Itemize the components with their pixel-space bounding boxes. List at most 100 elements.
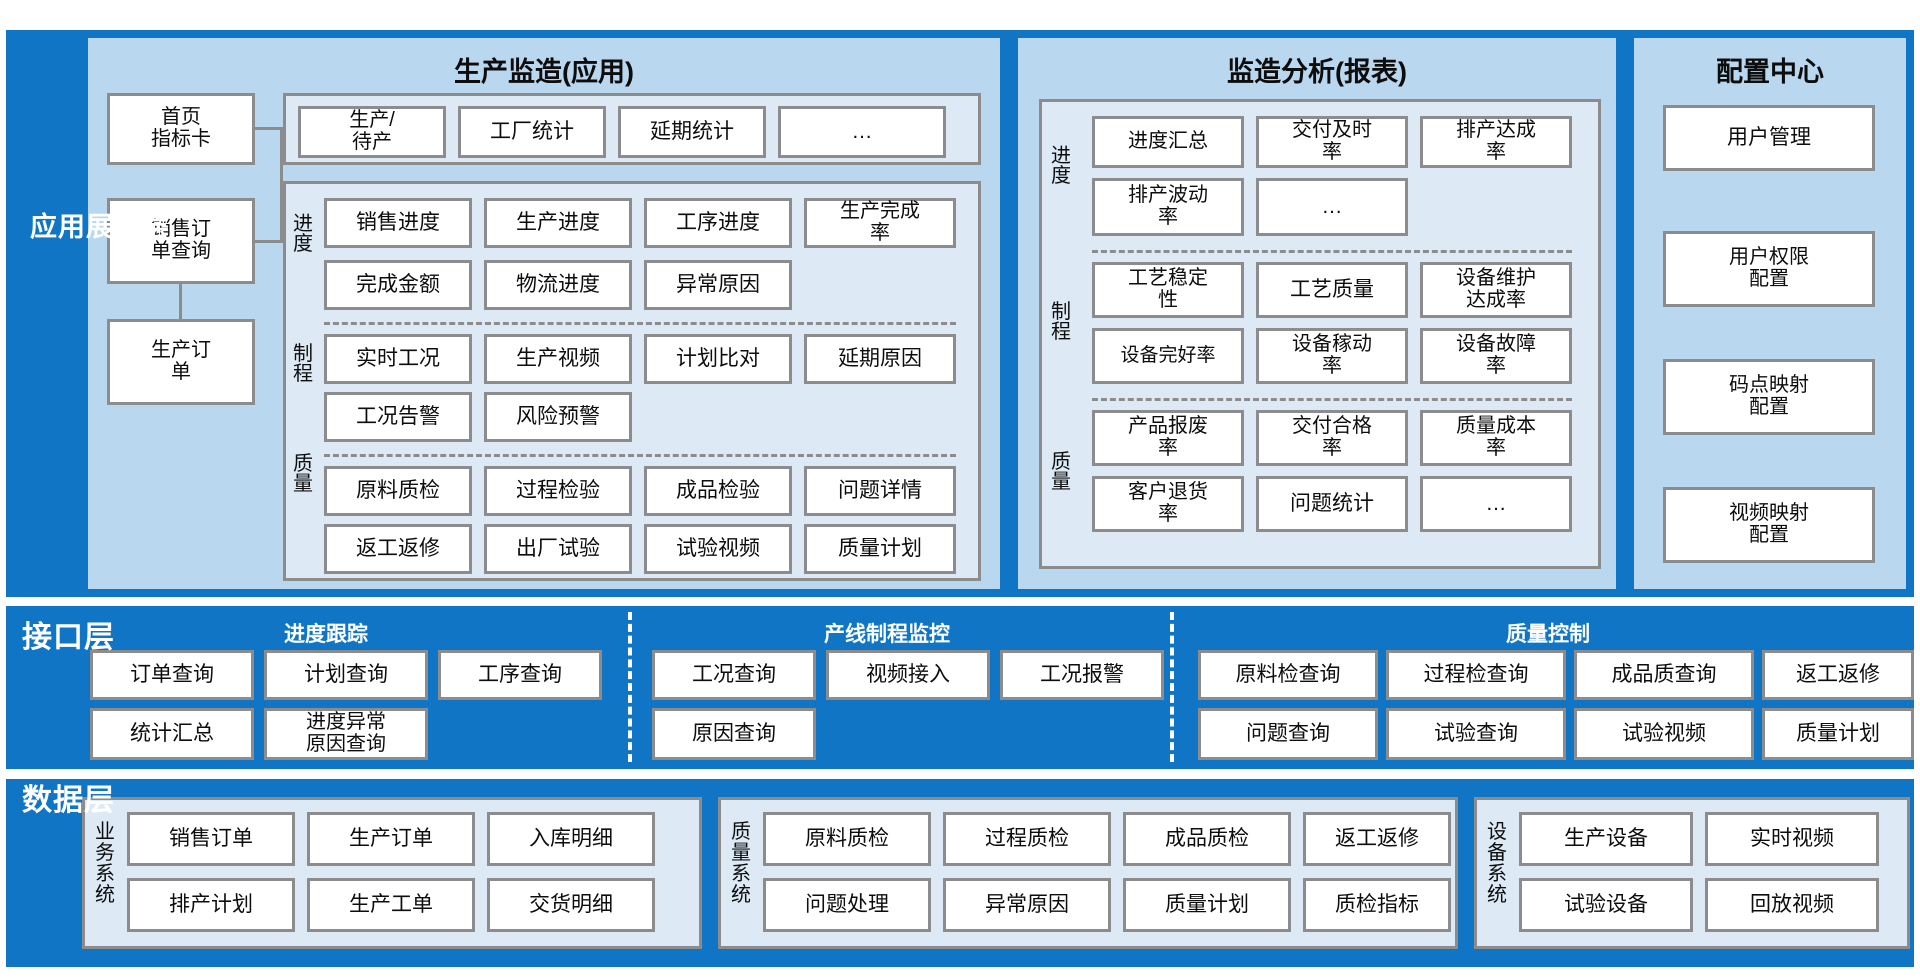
tile-process-progress[interactable]: 工序进度 [644,198,792,248]
data-tile-delivery-detail[interactable]: 交货明细 [487,878,655,932]
data-tile-process-inspection[interactable]: 过程质检 [943,812,1111,866]
tile-customer-return-rate[interactable]: 客户退货 率 [1092,476,1244,532]
tile-production-video[interactable]: 生产视频 [484,334,632,384]
tile-more-quality[interactable]: … [1420,476,1572,532]
tile-process-inspection[interactable]: 过程检验 [484,466,632,516]
tile-logistics-progress[interactable]: 物流进度 [484,260,632,310]
tile-delay-reason[interactable]: 延期原因 [804,334,956,384]
if-tile-rework-repair[interactable]: 返工返修 [1762,650,1914,700]
tile-equipment-utilization-rate[interactable]: 设备稼动 率 [1256,328,1408,384]
data-tile-production-schedule[interactable]: 排产计划 [127,878,295,932]
tile-raw-material-inspection[interactable]: 原料质检 [324,466,472,516]
if-tile-issue-query[interactable]: 问题查询 [1198,708,1378,760]
tile-video-mapping-config[interactable]: 视频映射 配置 [1663,487,1875,563]
tile-delay-stats[interactable]: 延期统计 [618,106,766,158]
tile-more-top[interactable]: … [778,106,946,158]
tile-code-point-mapping-config[interactable]: 码点映射 配置 [1663,359,1875,435]
data-tile-production-order[interactable]: 生产订单 [307,812,475,866]
panel-title-config: 配置中心 [1716,57,1824,87]
if-tile-finished-quality-query[interactable]: 成品质查询 [1574,650,1754,700]
tile-sales-progress[interactable]: 销售进度 [324,198,472,248]
if-tile-progress-abnormal-reason-query[interactable]: 进度异常 原因查询 [264,708,428,760]
tile-factory-stats[interactable]: 工厂统计 [458,106,606,158]
data-tile-quality-plan[interactable]: 质量计划 [1123,878,1291,932]
tile-schedule-fluctuation-rate[interactable]: 排产波动 率 [1092,178,1244,236]
entry-sales-order-query[interactable]: 销售订 单查询 [107,198,255,284]
tile-equipment-failure-rate[interactable]: 设备故障 率 [1420,328,1572,384]
tile-issue-statistics[interactable]: 问题统计 [1256,476,1408,532]
if-tile-test-query[interactable]: 试验查询 [1386,708,1566,760]
panel-supervision-analysis: 监造分析(报表) 进度 制程 质量 进度汇总 交付及时 率 排产达成 率 排产波… [1018,38,1616,589]
data-tile-raw-material-inspection[interactable]: 原料质检 [763,812,931,866]
group-top-stats: 生产/ 待产 工厂统计 延期统计 … [283,93,981,165]
divider-analysis-2 [1092,398,1572,401]
panel-title-analysis: 监造分析(报表) [1227,57,1407,87]
if-tile-raw-material-inspection-query[interactable]: 原料检查询 [1198,650,1378,700]
data-tile-quality-indicator[interactable]: 质检指标 [1303,878,1451,932]
tile-risk-warning[interactable]: 风险预警 [484,392,632,442]
tile-product-scrap-rate[interactable]: 产品报废 率 [1092,410,1244,466]
tile-production-progress[interactable]: 生产进度 [484,198,632,248]
if-tile-process-query[interactable]: 工序查询 [438,650,602,700]
data-layer: 数据层 业 务 系 统 销售订单 生产订单 入库明细 排产计划 生产工单 交货明… [6,779,1914,967]
if-tile-reason-query[interactable]: 原因查询 [652,708,816,760]
tile-finished-inspection[interactable]: 成品检验 [644,466,792,516]
tile-abnormal-reason[interactable]: 异常原因 [644,260,792,310]
tile-production-completion-rate[interactable]: 生产完成 率 [804,198,956,248]
group-analysis: 进度 制程 质量 进度汇总 交付及时 率 排产达成 率 排产波动 率 … 工艺稳… [1039,99,1601,569]
entry-home-kpi[interactable]: 首页 指标卡 [107,93,255,165]
tile-equipment-intact-rate[interactable]: 设备完好率 [1092,328,1244,384]
tile-progress-summary[interactable]: 进度汇总 [1092,116,1244,168]
data-tile-finished-inspection[interactable]: 成品质检 [1123,812,1291,866]
tile-completed-amount[interactable]: 完成金额 [324,260,472,310]
tile-rework-repair[interactable]: 返工返修 [324,524,472,574]
if-tile-plan-query[interactable]: 计划查询 [264,650,428,700]
data-tile-rework-repair[interactable]: 返工返修 [1303,812,1451,866]
if-tile-condition-alarm[interactable]: 工况报警 [1000,650,1164,700]
tile-user-permission-config[interactable]: 用户权限 配置 [1663,231,1875,307]
tile-user-management[interactable]: 用户管理 [1663,105,1875,171]
label-analysis-process: 制程 [1051,301,1071,343]
tile-condition-alarm[interactable]: 工况告警 [324,392,472,442]
tile-test-video[interactable]: 试验视频 [644,524,792,574]
if-tile-condition-query[interactable]: 工况查询 [652,650,816,700]
if-tile-statistics-summary[interactable]: 统计汇总 [90,708,254,760]
tile-delivery-pass-rate[interactable]: 交付合格 率 [1256,410,1408,466]
data-tile-playback-video[interactable]: 回放视频 [1705,878,1879,932]
if-tile-video-access[interactable]: 视频接入 [826,650,990,700]
tile-ontime-delivery-rate[interactable]: 交付及时 率 [1256,116,1408,168]
if-tile-order-query[interactable]: 订单查询 [90,650,254,700]
data-tile-sales-order[interactable]: 销售订单 [127,812,295,866]
data-tile-production-equipment[interactable]: 生产设备 [1519,812,1693,866]
data-tile-realtime-video[interactable]: 实时视频 [1705,812,1879,866]
interface-divider-2 [1170,612,1174,762]
divider-progress-process [324,322,956,325]
data-tile-abnormal-reason[interactable]: 异常原因 [943,878,1111,932]
if-tile-quality-plan[interactable]: 质量计划 [1762,708,1914,760]
group-functions: 进度 制程 质量 销售进度 生产进度 工序进度 生产完成 率 完成金额 物流进度… [283,181,981,581]
entry-production-order[interactable]: 生产订 单 [107,319,255,405]
data-tile-issue-handling[interactable]: 问题处理 [763,878,931,932]
tile-issue-detail[interactable]: 问题详情 [804,466,956,516]
tile-schedule-achievement-rate[interactable]: 排产达成 率 [1420,116,1572,168]
layer-label-interface: 接口层 [22,621,115,654]
tile-equipment-maintenance-rate[interactable]: 设备维护 达成率 [1420,262,1572,318]
connector-vertical-top [280,127,283,242]
if-tile-process-inspection-query[interactable]: 过程检查询 [1386,650,1566,700]
tile-factory-test[interactable]: 出厂试验 [484,524,632,574]
if-tile-test-video[interactable]: 试验视频 [1574,708,1754,760]
tile-process-quality[interactable]: 工艺质量 [1256,262,1408,318]
data-tile-production-work-order[interactable]: 生产工单 [307,878,475,932]
data-tile-inbound-detail[interactable]: 入库明细 [487,812,655,866]
data-label-quality: 质 量 系 统 [731,821,751,906]
interface-group-title-progress: 进度跟踪 [284,623,368,646]
tile-realtime-condition[interactable]: 实时工况 [324,334,472,384]
data-tile-test-equipment[interactable]: 试验设备 [1519,878,1693,932]
tile-quality-cost-rate[interactable]: 质量成本 率 [1420,410,1572,466]
tile-production-waiting[interactable]: 生产/ 待产 [298,106,446,158]
tile-quality-plan[interactable]: 质量计划 [804,524,956,574]
tile-more-progress[interactable]: … [1256,178,1408,236]
tile-process-stability[interactable]: 工艺稳定 性 [1092,262,1244,318]
tile-plan-comparison[interactable]: 计划比对 [644,334,792,384]
